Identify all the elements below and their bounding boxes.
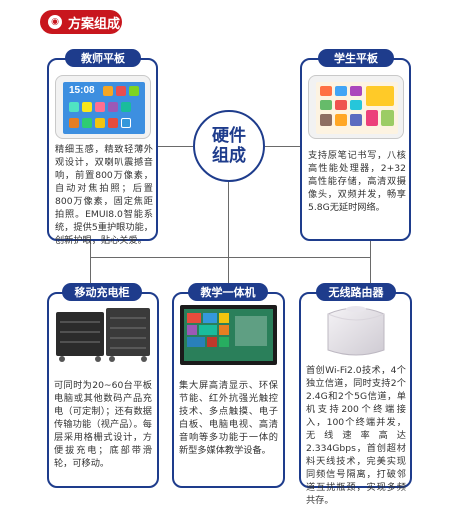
app-tile xyxy=(335,114,347,126)
app-tile xyxy=(82,102,92,112)
app-tile xyxy=(69,118,79,128)
connector-line xyxy=(228,182,229,257)
app-tile xyxy=(116,86,126,96)
charging-cabinet-description: 可同时为20~60台平板电脑或其他数码产品充电（可定制）；还有数据传输功能（视产… xyxy=(54,380,152,469)
student-tablet-screen xyxy=(316,82,398,134)
teaching-machine-image xyxy=(179,304,278,366)
connector-line xyxy=(90,240,91,285)
app-tile xyxy=(350,86,362,96)
teacher-tablet-screen: 15:08 xyxy=(63,82,145,134)
teaching-machine-tag: 教学一体机 xyxy=(188,283,268,301)
router-description: 首创Wi-Fi2.0技术，4个独立信道，同时支持2个2.4G和2个5G信道，单机… xyxy=(306,365,406,506)
app-tile xyxy=(381,110,394,126)
connector-line xyxy=(90,257,370,258)
app-tile xyxy=(350,114,362,126)
hub-label-line1: 硬件 xyxy=(212,126,246,146)
app-tile xyxy=(366,110,378,126)
connector-line xyxy=(130,146,193,147)
bullet-icon: ◉ xyxy=(48,15,62,29)
app-tile xyxy=(366,86,394,106)
teacher-tablet-image: 15:08 xyxy=(55,75,151,139)
student-tablet-tag: 学生平板 xyxy=(318,49,394,67)
app-tile xyxy=(335,86,347,96)
app-tile xyxy=(129,86,139,96)
connector-line xyxy=(228,257,229,285)
router-image xyxy=(318,300,394,360)
app-tile xyxy=(320,86,332,96)
connector-line xyxy=(265,146,305,147)
app-tile xyxy=(108,118,118,128)
charging-cabinet-image xyxy=(54,306,152,364)
app-tile xyxy=(350,100,362,110)
app-tile xyxy=(69,102,79,112)
app-tile xyxy=(95,102,105,112)
app-tile xyxy=(335,100,347,110)
connector-line xyxy=(370,240,371,285)
teacher-tablet-description: 精细玉感，精致轻薄外观设计，双喇叭震撼音响，前置800万像素，自动对焦拍照；后置… xyxy=(55,144,153,246)
hub-label-line2: 组成 xyxy=(212,146,246,166)
student-tablet-description: 支持原笔记书写，八核高性能处理器，2+32高性能存储，高清双摄像头，双频并发，畅… xyxy=(308,150,406,213)
hardware-hub: 硬件 组成 xyxy=(193,110,265,182)
section-title: 方案组成 xyxy=(68,16,121,32)
app-tile xyxy=(121,102,131,112)
app-tile xyxy=(108,102,118,112)
app-tile xyxy=(320,114,332,126)
app-tile xyxy=(95,118,105,128)
router-tag: 无线路由器 xyxy=(316,283,396,301)
teacher-tablet-clock: 15:08 xyxy=(69,85,95,96)
teaching-machine-description: 集大屏高清显示、环保节能、红外抗强光触控技术、多点触摸、电子白板、电脑电视、高清… xyxy=(179,380,278,456)
teacher-tablet-tag: 教师平板 xyxy=(65,49,141,67)
app-tile xyxy=(103,86,113,96)
app-tile xyxy=(121,118,131,128)
app-tile xyxy=(82,118,92,128)
app-tile xyxy=(320,100,332,110)
student-tablet-image xyxy=(308,75,404,139)
charging-cabinet-tag: 移动充电柜 xyxy=(62,283,142,301)
section-title-pill: ◉ 方案组成 xyxy=(40,10,122,34)
